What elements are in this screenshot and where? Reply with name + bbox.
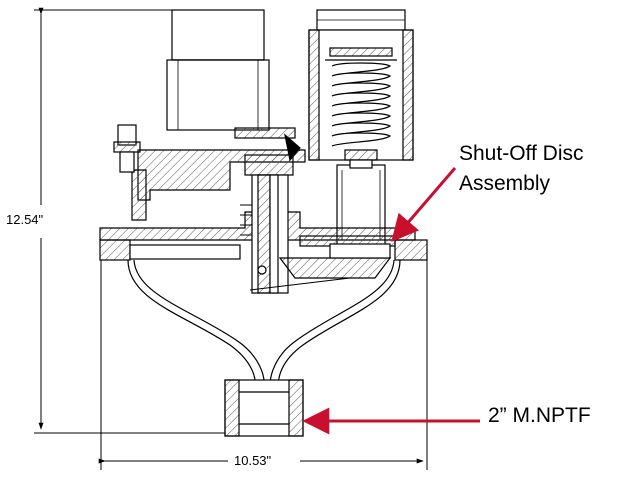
height-dimension-label: 12.54" xyxy=(4,212,46,227)
shutoff-callout-line2: Assembly xyxy=(459,172,551,195)
actuator-housing xyxy=(166,9,270,131)
spring-coils xyxy=(331,62,392,147)
outlet-callout-label: 2” M.NPTF xyxy=(488,404,591,427)
width-dimension xyxy=(98,260,428,470)
height-dimension xyxy=(34,7,228,434)
width-dimension-label: 10.53" xyxy=(232,453,274,468)
shutoff-callout-line1: Shut-Off Disc xyxy=(459,142,584,165)
spring-cage xyxy=(308,9,414,161)
center-stem-assembly xyxy=(234,127,301,294)
shutoff-disc xyxy=(249,243,392,291)
shutoff-callout-arrow xyxy=(391,167,457,243)
outlet-connection xyxy=(224,379,304,437)
